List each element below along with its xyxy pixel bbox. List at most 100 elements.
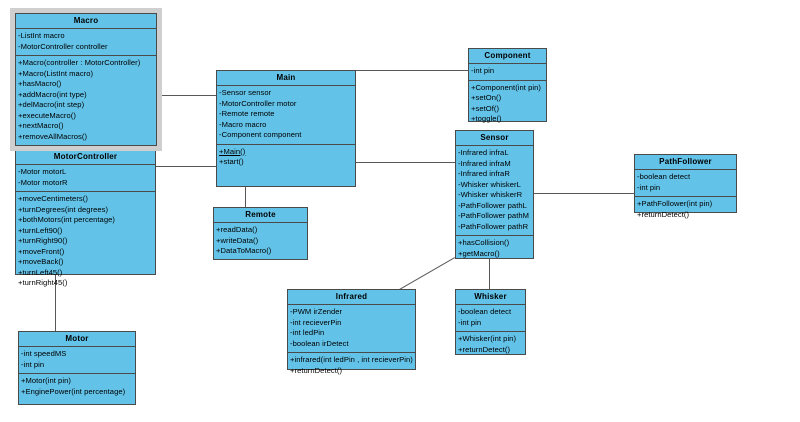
method: +nextMacro() <box>18 121 64 130</box>
attribute: -PathFollower pathR <box>458 221 529 231</box>
class-attributes-motorcontroller: -Motor motorL -Motor motorR <box>16 165 155 192</box>
method: +start() <box>219 157 244 166</box>
class-name-sensor: Sensor <box>456 131 533 146</box>
attribute: -Whisker whiskerR <box>458 190 523 199</box>
class-name-main: Main <box>217 71 355 86</box>
association-motorcontroller-motor[interactable] <box>55 274 56 331</box>
class-name-motorcontroller: MotorController <box>16 150 155 165</box>
class-name-whisker: Whisker <box>456 290 525 305</box>
attribute: -Macro macro <box>219 119 267 129</box>
class-attributes-main: -Sensor sensor -MotorController motor -R… <box>217 86 355 145</box>
class-box-sensor[interactable]: Sensor -Infrared infraL -Infrared infraM… <box>455 130 534 259</box>
class-methods-sensor: +hasCollision() +getMacro() <box>456 236 533 262</box>
attribute: -Infrared infraR <box>458 169 510 178</box>
attribute: -Infrared infraM <box>458 158 511 168</box>
class-box-motor[interactable]: Motor -int speedMS -int pin +Motor(int p… <box>18 331 136 405</box>
class-attributes-component: -int pin <box>469 64 546 81</box>
class-methods-main: +Main() +start() <box>217 145 355 171</box>
class-box-macro[interactable]: Macro -ListInt macro -MotorController co… <box>10 8 162 151</box>
association-main-sensor[interactable] <box>356 162 456 163</box>
class-name-macro: Macro <box>16 14 156 29</box>
attribute: -PathFollower pathL <box>458 200 527 210</box>
attribute: -boolean detect <box>458 307 512 316</box>
attribute: -Motor motorL <box>18 167 67 176</box>
method: +setOf() <box>471 103 500 113</box>
class-methods-pathfollower: +PathFollower(int pin) +returnDetect() <box>635 197 736 223</box>
class-methods-motorcontroller: +moveCentimeters() +turnDegrees(int degr… <box>16 192 155 292</box>
association-main-remote[interactable] <box>245 186 246 207</box>
method: +readData() <box>216 225 258 234</box>
attribute: -Remote remote <box>219 109 275 118</box>
association-motorcontroller-main[interactable] <box>155 166 216 167</box>
method: +hasCollision() <box>458 238 510 247</box>
class-methods-motor: +Motor(int pin) +EnginePower(int percent… <box>19 374 135 400</box>
class-box-main[interactable]: Main -Sensor sensor -MotorController mot… <box>216 70 356 187</box>
attribute: -int pin <box>21 359 45 369</box>
method: +addMacro(int type) <box>18 89 87 99</box>
method: +getMacro() <box>458 248 500 258</box>
method: +toggle() <box>471 114 502 123</box>
attribute: -MotorController motor <box>219 98 297 108</box>
attribute: -int pin <box>637 182 661 192</box>
method: +infrared(int ledPin , int recieverPin) <box>290 355 413 364</box>
class-box-pathfollower[interactable]: PathFollower -boolean detect -int pin +P… <box>634 154 737 219</box>
association-sensor-pathfollower[interactable] <box>534 193 634 194</box>
attribute: -boolean detect <box>637 172 691 181</box>
method: +Whisker(int pin) <box>458 334 517 343</box>
attribute: -Motor motorR <box>18 177 68 187</box>
method: +moveBack() <box>18 257 64 266</box>
association-macro-main[interactable] <box>155 95 216 96</box>
class-box-infrared[interactable]: Infrared -PWM irZender -int recieverPin … <box>287 289 416 375</box>
class-methods-whisker: +Whisker(int pin) +returnDetect() <box>456 332 525 358</box>
method: +turnRight90() <box>18 236 68 245</box>
method: +returnDetect() <box>458 344 511 354</box>
method: +writeData() <box>216 235 259 245</box>
method: +returnDetect() <box>637 209 690 219</box>
method: +turnLeft90() <box>18 225 63 235</box>
method: +turnDegrees(int degrees) <box>18 204 109 214</box>
class-box-component[interactable]: Component -int pin +Component(int pin) +… <box>468 48 547 123</box>
attribute: -int pin <box>471 66 495 75</box>
class-name-component: Component <box>469 49 546 64</box>
class-attributes-pathfollower: -boolean detect -int pin <box>635 170 736 197</box>
attribute: -int recieverPin <box>290 317 342 327</box>
method: +PathFollower(int pin) <box>637 199 713 208</box>
class-name-motor: Motor <box>19 332 135 347</box>
attribute: -Infrared infraL <box>458 148 509 157</box>
class-box-motorcontroller[interactable]: MotorController -Motor motorL -Motor mot… <box>15 149 156 287</box>
method: +Macro(ListInt macro) <box>18 68 94 78</box>
association-sensor-whisker[interactable] <box>489 258 490 289</box>
method: +removeAllMacros() <box>18 131 88 141</box>
method: +DataToMacro() <box>216 246 272 255</box>
attribute: -PathFollower pathM <box>458 211 530 220</box>
method-static: +Main() <box>219 146 246 156</box>
class-attributes-macro: -ListInt macro -MotorController controll… <box>16 29 156 56</box>
class-box-whisker[interactable]: Whisker -boolean detect -int pin +Whiske… <box>455 289 526 355</box>
method: +bothMotors(int percentage) <box>18 215 115 224</box>
method: +hasMacro() <box>18 79 62 88</box>
method: +Component(int pin) <box>471 82 541 92</box>
class-methods-remote: +readData() +writeData() +DataToMacro() <box>214 223 307 260</box>
class-attributes-whisker: -boolean detect -int pin <box>456 305 525 332</box>
class-box-remote[interactable]: Remote +readData() +writeData() +DataToM… <box>213 207 308 260</box>
method: +moveCentimeters() <box>18 194 88 203</box>
attribute: -int pin <box>458 317 482 327</box>
class-name-infrared: Infrared <box>288 290 415 305</box>
attribute: -boolean irDetect <box>290 338 349 348</box>
class-attributes-motor: -int speedMS -int pin <box>19 347 135 374</box>
class-name-remote: Remote <box>214 208 307 223</box>
method: +Macro(controller : MotorController) <box>18 58 141 67</box>
class-attributes-sensor: -Infrared infraL -Infrared infraM -Infra… <box>456 146 533 236</box>
association-main-component[interactable] <box>356 70 469 71</box>
method: +Motor(int pin) <box>21 376 71 385</box>
association-sensor-infrared[interactable] <box>394 257 455 293</box>
method: +setOn() <box>471 93 502 102</box>
method: +returnDetect() <box>290 365 343 375</box>
attribute: -Whisker whiskerL <box>458 179 521 189</box>
class-methods-macro: +Macro(controller : MotorController) +Ma… <box>16 56 156 145</box>
class-methods-component: +Component(int pin) +setOn() +setOf() +t… <box>469 81 546 128</box>
class-name-pathfollower: PathFollower <box>635 155 736 170</box>
attribute: -MotorController controller <box>18 41 108 51</box>
attribute: -int ledPin <box>290 328 325 337</box>
